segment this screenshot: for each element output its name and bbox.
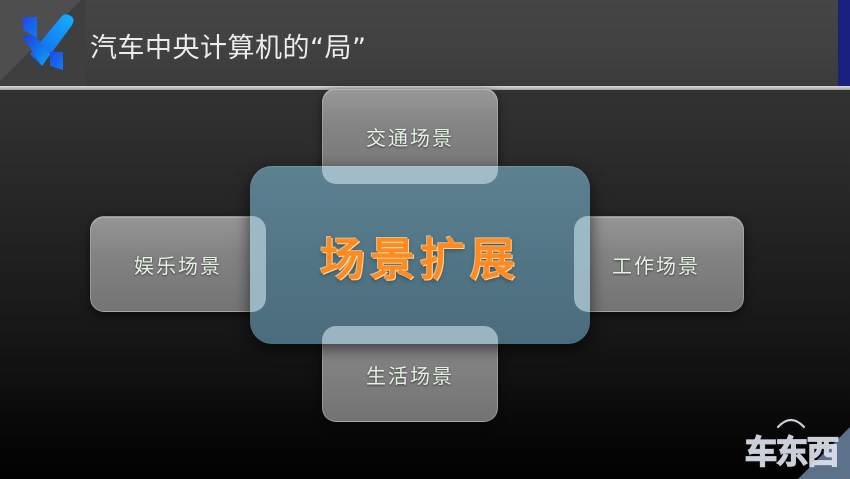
corner-triangle-decoration <box>798 427 850 479</box>
header-accent-bar <box>838 0 850 88</box>
diagram-node-left[interactable]: 娱乐场景 <box>90 216 266 312</box>
page-title: 汽车中央计算机的“局” <box>90 33 367 64</box>
diagram-node-label: 生活场景 <box>366 363 454 388</box>
slide-header: 汽车中央计算机的“局” <box>0 0 850 88</box>
diagram-node-right[interactable]: 工作场景 <box>568 216 744 312</box>
diagram-node-label: 交通场景 <box>366 125 454 150</box>
chevron-x-logo-icon <box>6 4 82 82</box>
diagram-node-label: 娱乐场景 <box>134 253 222 278</box>
diagram-node-center[interactable]: 场景扩展 <box>250 166 590 344</box>
diagram-node-label: 工作场景 <box>612 253 700 278</box>
diagram-center-label: 场景扩展 <box>319 232 520 286</box>
